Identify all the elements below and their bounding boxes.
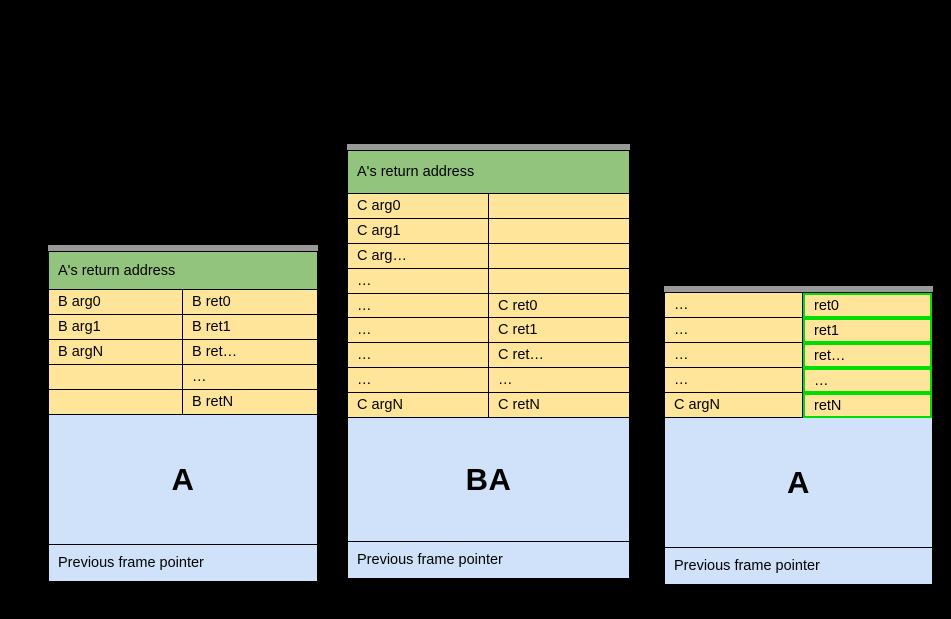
- stack-slot-ret-cell: …: [183, 365, 317, 390]
- stack-slot-ret-cell-highlighted: ret1: [803, 318, 932, 343]
- stack-slot-arg-cell: C arg…: [348, 243, 489, 269]
- stack-slot-arg-cell: …: [665, 368, 803, 393]
- frame-block-label: BA: [465, 461, 512, 497]
- stack-slot-arg-cell: …: [348, 268, 489, 294]
- stack-frame-a-calls-b-return-address-header: A's return address: [49, 252, 317, 290]
- stack-frame-a-calls-b-top-edge: [48, 245, 318, 251]
- stack-slot-row: B retN: [49, 390, 317, 415]
- stack-slot-ret-cell: B ret…: [183, 340, 317, 365]
- previous-frame-pointer-label: Previous frame pointer: [674, 558, 820, 574]
- stack-slot-ret-cell: B retN: [183, 390, 317, 415]
- stack-frame-ba-calls-c-return-address-header: A's return address: [348, 151, 629, 194]
- stack-slot-arg-cell: …: [348, 318, 489, 344]
- stack-slot-row: …ret…: [665, 343, 932, 368]
- stack-slot-ret-cell: [489, 243, 629, 269]
- stack-slot-row: …ret1: [665, 318, 932, 343]
- stack-slot-ret-cell: C ret1: [489, 318, 629, 344]
- stack-frame-a-returns-previous-frame-pointer: Previous frame pointer: [665, 548, 932, 584]
- stack-slot-ret-cell: C ret…: [489, 343, 629, 369]
- stack-slot-arg-cell: …: [665, 318, 803, 343]
- previous-frame-pointer-label: Previous frame pointer: [357, 552, 503, 569]
- stack-slot-row: …C ret0: [348, 293, 629, 319]
- stack-frame-a-returns-top-edge: [664, 286, 933, 292]
- stack-slot-row: C arg…: [348, 243, 629, 269]
- stack-slot-arg-cell: B argN: [49, 340, 183, 365]
- stack-slot-ret-cell-highlighted: …: [803, 368, 932, 393]
- stack-slot-ret-cell-highlighted: ret0: [803, 293, 932, 318]
- stack-frame-a-returns-frame-block: A: [665, 418, 932, 548]
- stack-slot-arg-cell: …: [348, 368, 489, 394]
- stack-slot-ret-cell: [489, 268, 629, 294]
- stack-slot-arg-cell: …: [348, 293, 489, 319]
- header-label: A's return address: [357, 164, 475, 180]
- frame-block-label: A: [787, 464, 810, 500]
- stack-slot-row: …C ret1: [348, 318, 629, 344]
- stack-slot-ret-cell-highlighted: ret…: [803, 343, 932, 368]
- stack-slot-arg-cell: C argN: [665, 393, 803, 418]
- stack-frame-ba-calls-c-previous-frame-pointer: Previous frame pointer: [348, 542, 629, 579]
- stack-slot-ret-cell: [489, 218, 629, 244]
- stack-slot-arg-cell: …: [665, 343, 803, 368]
- stack-slot-ret-cell-highlighted: retN: [803, 393, 932, 418]
- stack-slot-arg-cell: …: [348, 343, 489, 369]
- stack-slot-row: …ret0: [665, 293, 932, 318]
- stack-slot-row: …: [49, 365, 317, 390]
- stack-slot-ret-cell: B ret0: [183, 290, 317, 315]
- stack-slot-ret-cell: …: [489, 368, 629, 394]
- stack-frame-ba-calls-c-frame-block: BA: [348, 418, 629, 543]
- stack-slot-arg-cell: B arg0: [49, 290, 183, 315]
- previous-frame-pointer-label: Previous frame pointer: [58, 555, 204, 571]
- stack-slot-arg-cell: B arg1: [49, 315, 183, 340]
- stack-slot-row: ……: [348, 368, 629, 394]
- frame-block-label: A: [171, 461, 195, 497]
- stack-slot-ret-cell: [489, 194, 629, 219]
- stack-slot-row: …C ret…: [348, 343, 629, 369]
- stack-frame-ba-calls-c-top-edge: [347, 144, 630, 150]
- stack-slot-row: ……: [665, 368, 932, 393]
- stack-slot-arg-cell: C arg1: [348, 218, 489, 244]
- stack-slot-row: C arg1: [348, 218, 629, 244]
- stack-slot-arg-cell: [49, 365, 183, 390]
- stack-slot-ret-cell: B ret1: [183, 315, 317, 340]
- stack-slot-row: C arg0: [348, 194, 629, 219]
- header-label: A's return address: [58, 262, 176, 279]
- stack-slot-arg-cell: C argN: [348, 393, 489, 419]
- stack-slot-ret-cell: C retN: [489, 393, 629, 419]
- stack-slot-arg-cell: …: [665, 293, 803, 318]
- stack-slot-arg-cell: [49, 390, 183, 415]
- stack-slot-ret-cell: C ret0: [489, 293, 629, 319]
- stack-slot-row: …: [348, 268, 629, 294]
- stack-frame-a-calls-b-frame-block: A: [49, 415, 317, 545]
- stack-slot-arg-cell: C arg0: [348, 194, 489, 219]
- stack-frame-a-calls-b-previous-frame-pointer: Previous frame pointer: [49, 545, 317, 581]
